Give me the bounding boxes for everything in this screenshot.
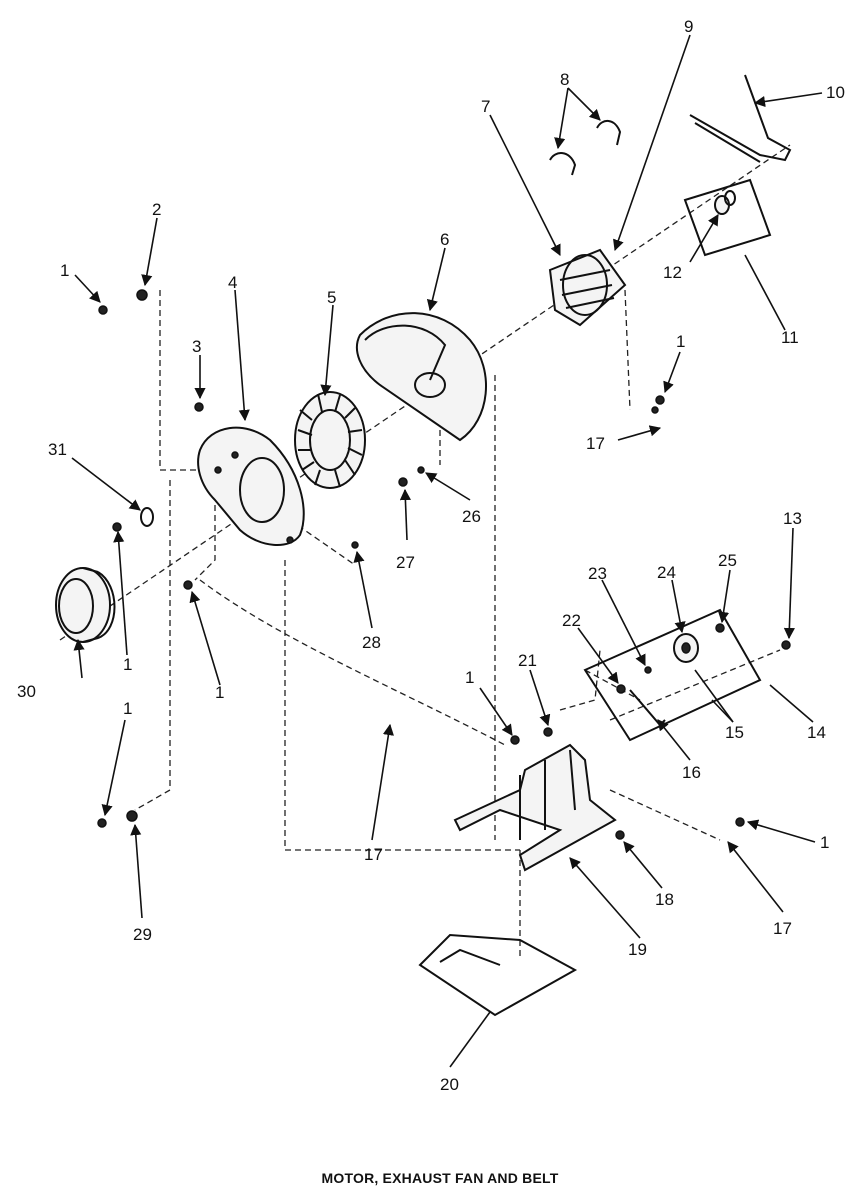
callout-5: 5 bbox=[327, 288, 336, 307]
part-20-base-plate bbox=[418, 933, 578, 1017]
callout-6: 6 bbox=[440, 230, 449, 249]
leader-lines bbox=[71, 34, 823, 1068]
part-4-housing-plate bbox=[197, 426, 305, 547]
callout-30: 30 bbox=[17, 682, 36, 701]
callout-2: 2 bbox=[152, 200, 161, 219]
part-6-fan-cover bbox=[355, 312, 487, 442]
callout-29: 29 bbox=[133, 925, 152, 944]
callout-27: 27 bbox=[396, 553, 415, 572]
part-17-spring-wire bbox=[199, 579, 506, 746]
callout-15: 15 bbox=[725, 723, 744, 742]
callout-20: 20 bbox=[440, 1075, 459, 1094]
figure-caption: MOTOR, EXHAUST FAN AND BELT bbox=[322, 1170, 559, 1186]
callout-25: 25 bbox=[718, 551, 737, 570]
part-8-clips bbox=[549, 120, 622, 176]
callout-4: 4 bbox=[228, 273, 237, 292]
part-19-motor-base bbox=[453, 743, 617, 872]
callout-1c: 1 bbox=[123, 655, 132, 674]
callout-24: 24 bbox=[657, 563, 676, 582]
callout-3: 3 bbox=[192, 337, 201, 356]
callout-12: 12 bbox=[663, 263, 682, 282]
callout-1g: 1 bbox=[820, 833, 829, 852]
callout-21: 21 bbox=[518, 651, 537, 670]
callout-26: 26 bbox=[462, 507, 481, 526]
part-24-idler-pulley bbox=[673, 633, 699, 663]
callout-1b: 1 bbox=[676, 332, 685, 351]
callouts: 1 2 3 4 5 6 7 8 9 10 11 12 1 17 31 26 27… bbox=[17, 17, 845, 1094]
callout-10: 10 bbox=[826, 83, 845, 102]
callout-7: 7 bbox=[481, 97, 490, 116]
callout-18: 18 bbox=[655, 890, 674, 909]
callout-17b: 17 bbox=[364, 845, 383, 864]
part-31-clip bbox=[140, 507, 154, 527]
part-11-pulley-bracket bbox=[683, 178, 772, 257]
fasteners bbox=[97, 289, 791, 840]
callout-8: 8 bbox=[560, 70, 569, 89]
callout-17a: 17 bbox=[586, 434, 605, 453]
part-12-pulley bbox=[714, 190, 736, 215]
callout-13: 13 bbox=[783, 509, 802, 528]
callout-1d: 1 bbox=[215, 683, 224, 702]
callout-1e: 1 bbox=[123, 699, 132, 718]
callout-14: 14 bbox=[807, 723, 826, 742]
callout-23: 23 bbox=[588, 564, 607, 583]
callout-17c: 17 bbox=[773, 919, 792, 938]
callout-1a: 1 bbox=[60, 261, 69, 280]
part-7-motor bbox=[548, 248, 627, 327]
part-5-blower-wheel bbox=[294, 391, 366, 489]
callout-1f: 1 bbox=[465, 668, 474, 687]
part-30-bearing-ring bbox=[55, 567, 116, 643]
part-10-belt bbox=[689, 74, 792, 163]
callout-31: 31 bbox=[48, 440, 67, 459]
callout-16: 16 bbox=[682, 763, 701, 782]
callout-19: 19 bbox=[628, 940, 647, 959]
callout-9: 9 bbox=[684, 17, 693, 36]
callout-28: 28 bbox=[362, 633, 381, 652]
callout-22: 22 bbox=[562, 611, 581, 630]
part-16-arm bbox=[629, 689, 666, 727]
callout-11: 11 bbox=[781, 328, 799, 347]
